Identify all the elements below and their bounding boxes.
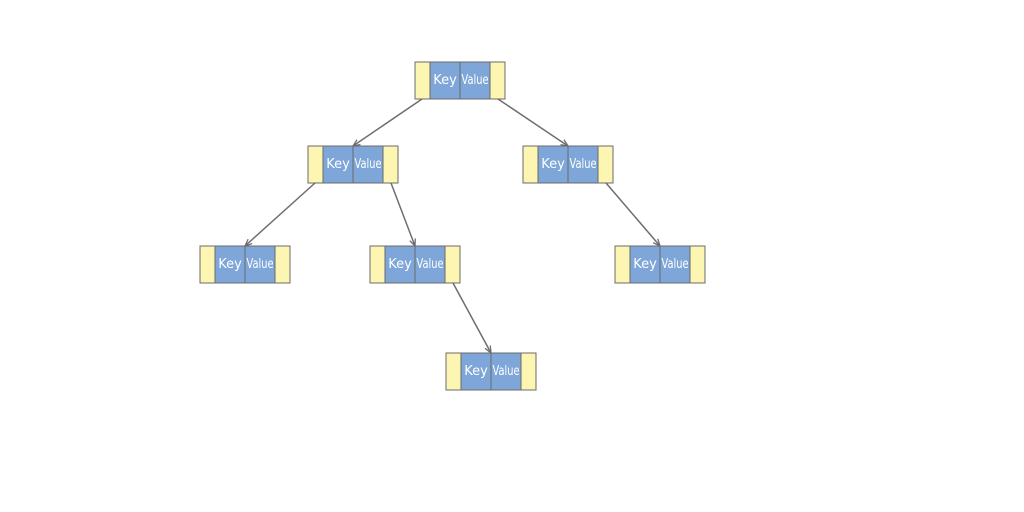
left-pointer-cell <box>369 245 386 284</box>
left-pointer-cell <box>414 61 431 100</box>
key-label: Key <box>433 73 457 88</box>
edge-right-to-right-right <box>605 182 660 246</box>
key-cell <box>537 145 569 184</box>
value-label: Value <box>570 157 597 172</box>
edge-left-right-to-left-right-right <box>452 282 491 353</box>
right-pointer-cell <box>689 245 706 284</box>
right-pointer-cell <box>597 145 614 184</box>
left-pointer-cell <box>445 352 462 391</box>
tree-node-left-right-right: Key Value <box>445 352 537 391</box>
left-pointer-cell <box>199 245 216 284</box>
right-pointer-cell <box>489 61 506 100</box>
left-pointer-cell <box>307 145 324 184</box>
key-cell <box>429 61 461 100</box>
tree-node-left-left: Key Value <box>199 245 291 284</box>
key-label: Key <box>464 364 488 379</box>
value-label: Value <box>662 257 689 272</box>
tree-node-left-right: Key Value <box>369 245 461 284</box>
right-pointer-cell <box>382 145 399 184</box>
tree-node-root: Key Value <box>414 61 506 100</box>
left-pointer-cell <box>522 145 539 184</box>
right-pointer-cell <box>444 245 461 284</box>
value-cell <box>490 352 522 391</box>
edges-layer <box>245 98 660 353</box>
edge-root-to-left <box>353 98 423 146</box>
value-cell <box>414 245 446 284</box>
tree-node-right: Key Value <box>522 145 614 184</box>
key-label: Key <box>633 257 657 272</box>
value-label: Value <box>247 257 274 272</box>
key-label: Key <box>326 157 350 172</box>
value-cell <box>567 145 599 184</box>
edge-left-to-left-right <box>390 182 415 246</box>
value-cell <box>459 61 491 100</box>
left-pointer-cell <box>614 245 631 284</box>
key-label: Key <box>388 257 412 272</box>
edge-left-to-left-left <box>245 182 316 246</box>
right-pointer-cell <box>520 352 537 391</box>
value-label: Value <box>355 157 382 172</box>
key-label: Key <box>541 157 565 172</box>
value-cell <box>659 245 691 284</box>
value-label: Value <box>417 257 444 272</box>
edge-root-to-right <box>497 98 568 146</box>
key-cell <box>214 245 246 284</box>
value-label: Value <box>462 73 489 88</box>
key-label: Key <box>218 257 242 272</box>
value-cell <box>244 245 276 284</box>
key-cell <box>322 145 354 184</box>
right-pointer-cell <box>274 245 291 284</box>
key-cell <box>384 245 416 284</box>
tree-node-left: Key Value <box>307 145 399 184</box>
tree-node-right-right: Key Value <box>614 245 706 284</box>
key-cell <box>460 352 492 391</box>
value-label: Value <box>493 364 520 379</box>
